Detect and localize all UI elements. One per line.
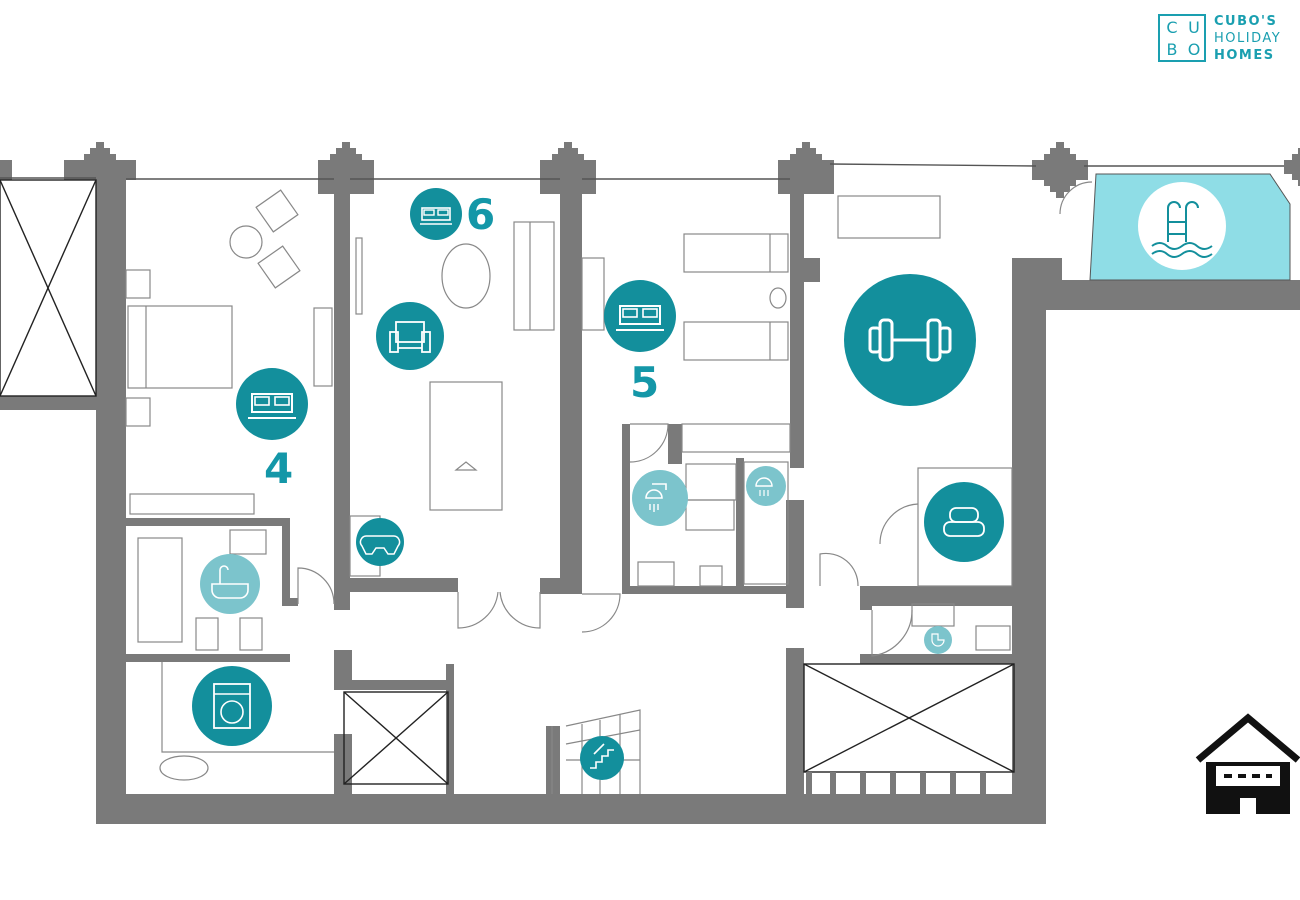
pool-ladder-icon	[1138, 182, 1226, 270]
brand-name-line: HOMES	[1214, 48, 1275, 63]
thin-lines	[0, 163, 1284, 180]
towels-icon	[924, 482, 1004, 562]
toilet-icon	[924, 626, 952, 654]
room-number-5: 5	[630, 358, 660, 407]
washing-machine-icon	[192, 666, 272, 746]
bed-icon	[410, 188, 462, 240]
brand-name-line: HOLIDAY	[1214, 31, 1282, 46]
bed-icon	[236, 368, 308, 440]
brand-name-line: CUBO'S	[1214, 14, 1278, 29]
garage-icon	[1195, 713, 1300, 814]
logo-letter: O	[1187, 40, 1201, 59]
dumbbell-icon	[844, 274, 976, 406]
logo-box: C U B O	[1158, 14, 1206, 62]
room-number-6: 6	[466, 190, 496, 239]
pilasters	[64, 142, 1300, 198]
logo-letter: U	[1188, 18, 1200, 37]
bed-icon	[604, 280, 676, 352]
stairs-icon	[580, 736, 624, 780]
shower-icon	[746, 466, 786, 506]
logo-letter: B	[1166, 40, 1178, 59]
doors	[297, 181, 1093, 657]
void-areas	[0, 179, 1015, 785]
room-number-4: 4	[264, 444, 294, 493]
logo-letter: C	[1166, 18, 1178, 37]
walls	[0, 160, 1300, 824]
shower-icon	[632, 470, 688, 526]
gamepad-icon	[356, 518, 404, 566]
railing	[806, 772, 986, 794]
bathtub-icon	[200, 554, 260, 614]
brand-logo: C U B O CUBO'S HOLIDAY HOMES	[1158, 14, 1298, 66]
armchair-icon	[376, 302, 444, 370]
